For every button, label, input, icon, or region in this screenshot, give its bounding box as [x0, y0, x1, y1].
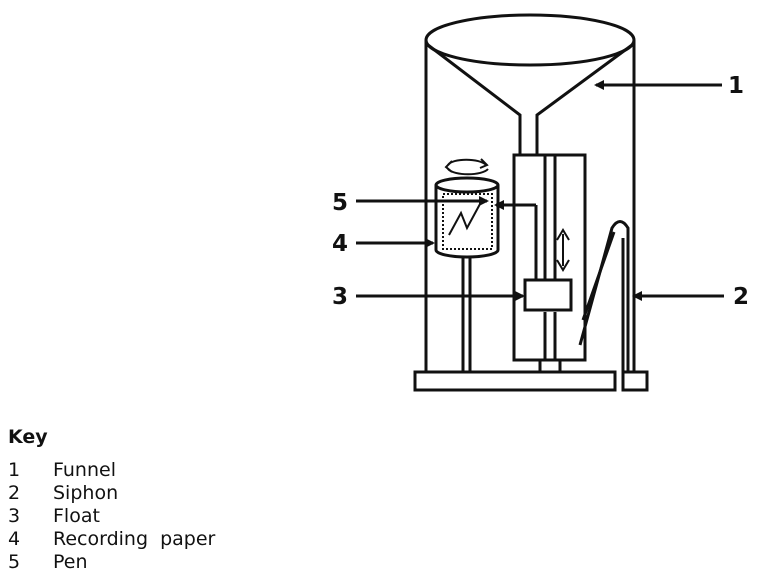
key-item: 5 Pen [8, 551, 215, 574]
callout-number-2: 2 [733, 284, 749, 310]
key-item-label: Recording paper [53, 528, 216, 550]
key-title: Key [8, 426, 48, 448]
rotation-arrow [444, 158, 489, 176]
float [523, 278, 573, 312]
funnel [424, 13, 636, 155]
key-item: 1 Funnel [8, 459, 215, 482]
siphon [578, 220, 630, 372]
key-item-label: Funnel [53, 459, 116, 481]
key-item: 2 Siphon [8, 482, 215, 505]
key-item-label: Pen [53, 551, 88, 573]
key-legend: Key 1 Funnel 2 Siphon 3 Float 4 Recordin… [8, 426, 215, 574]
rain-gauge-diagram: 1 2 3 4 5 [332, 13, 749, 392]
key-item-number: 1 [8, 459, 21, 481]
key-item-number: 5 [8, 551, 21, 573]
base-plate [413, 358, 649, 392]
key-item: 4 Recording paper [8, 528, 215, 551]
pen-trace [448, 203, 481, 236]
recording-paper [442, 193, 493, 250]
key-item: 3 Float [8, 505, 215, 528]
key-item-number: 2 [8, 482, 21, 504]
float-chamber [512, 153, 587, 362]
key-item-label: Float [53, 505, 100, 527]
recording-drum [434, 176, 500, 259]
key-item-label: Siphon [53, 482, 119, 504]
gauge-body [424, 40, 636, 372]
key-item-number: 4 [8, 528, 21, 550]
callout-number-3: 3 [332, 284, 348, 310]
float-motion-arrow [556, 228, 570, 272]
callout-number-5: 5 [332, 190, 348, 216]
drum-stand [461, 255, 472, 372]
callout-number-1: 1 [728, 73, 744, 99]
key-item-number: 3 [8, 505, 21, 527]
callout-number-4: 4 [332, 231, 348, 257]
